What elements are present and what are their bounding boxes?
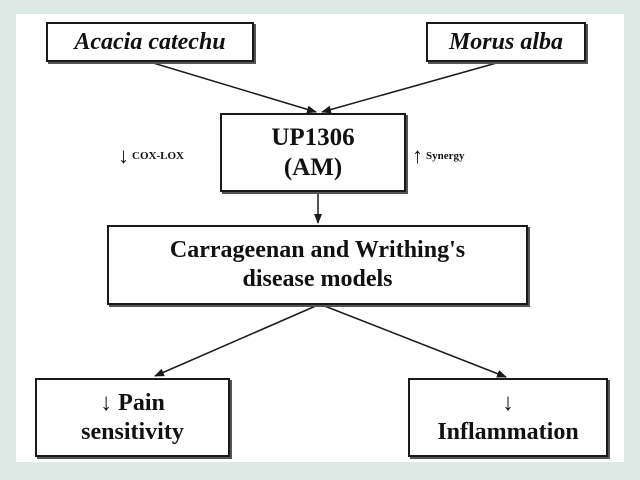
node-morus-alba-label: Morus alba — [448, 28, 564, 55]
node-morus-alba: Morus alba — [426, 22, 586, 62]
node-acacia-catechu: Acacia catechu — [46, 22, 254, 62]
node-inflammation: ↓ Inflammation — [408, 378, 608, 457]
node-up1306-line2: (AM) — [283, 153, 343, 181]
node-pain-sensitivity-line1: ↓ Pain — [100, 389, 165, 416]
label-cox-lox-text: COX-LOX — [132, 150, 184, 162]
down-arrow-icon: ↓ — [502, 389, 514, 416]
arrow-models-to-pain — [154, 304, 319, 377]
node-acacia-catechu-label: Acacia catechu — [74, 28, 226, 55]
node-up1306: UP1306 (AM) — [220, 113, 406, 192]
arrow-morus-to-up1306 — [321, 61, 501, 114]
down-arrow-icon: ↓ — [118, 143, 129, 168]
label-synergy-text: Synergy — [426, 150, 465, 162]
node-disease-models-line2: disease models — [242, 266, 393, 292]
label-synergy: ↑ Synergy — [412, 143, 465, 169]
node-disease-models-line1: Carrageenan and Writhing's — [169, 237, 466, 264]
node-pain-sensitivity-line2: sensitivity — [81, 418, 184, 445]
node-pain-sensitivity: ↓ Pain sensitivity — [35, 378, 230, 457]
label-cox-lox: ↓ COX-LOX — [118, 143, 184, 169]
node-inflammation-label: Inflammation — [437, 418, 579, 445]
arrow-models-to-inflammation — [321, 304, 507, 378]
node-up1306-line1: UP1306 — [271, 123, 355, 151]
up-arrow-icon: ↑ — [412, 143, 423, 168]
arrow-acacia-to-up1306 — [149, 61, 317, 114]
node-disease-models: Carrageenan and Writhing's disease model… — [107, 225, 528, 305]
